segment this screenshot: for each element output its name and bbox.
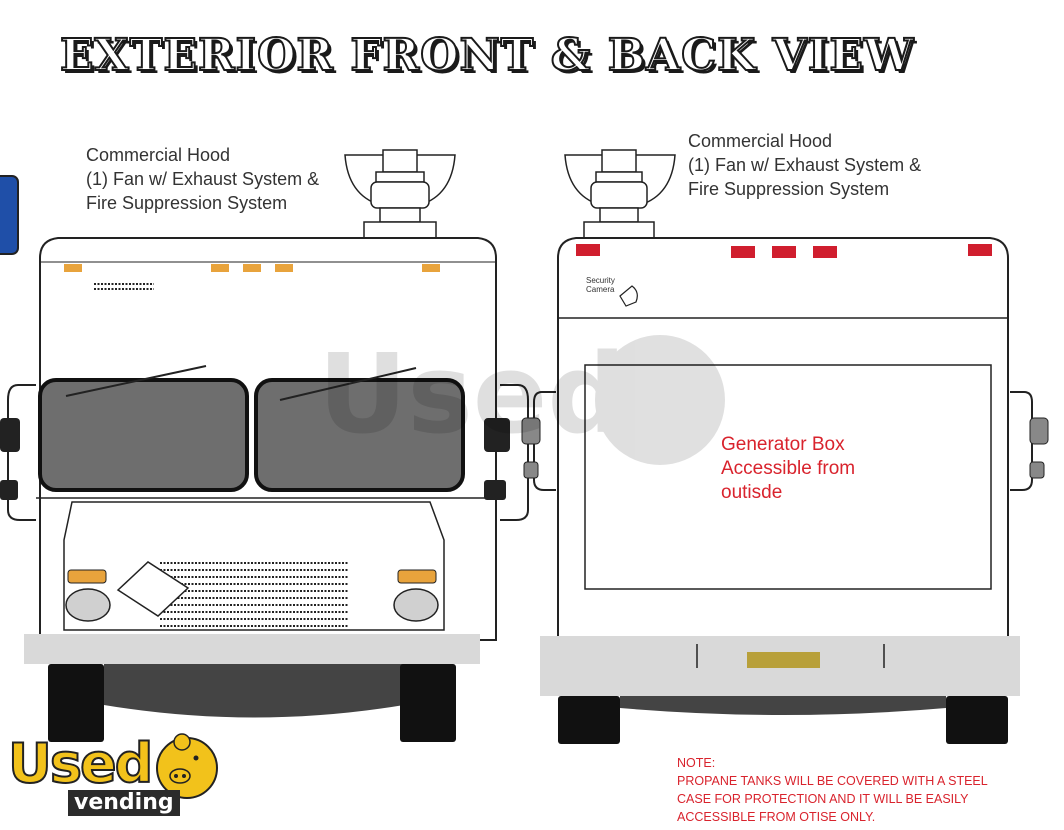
front-tire [400,664,456,742]
security-camera-label: Security Camera [586,276,615,294]
front-truck [0,149,529,742]
marker-light [243,264,261,272]
tail-light [731,246,755,258]
front-hood-label: Commercial Hood (1) Fan w/ Exhaust Syste… [86,145,320,213]
headlight [393,588,439,622]
propane-note: NOTE: PROPANE TANKS WILL BE COVERED WITH… [677,756,988,824]
logo-word-vending: vending [68,790,180,816]
generator-label: Generator Box Accessible from outisde [721,434,856,503]
license-plate [747,652,820,668]
tail-light [772,246,796,258]
security-camera-icon [619,285,638,307]
marker-light [275,264,293,272]
svg-text:Used: Used [318,330,626,458]
logo-word-used: Used [7,731,154,796]
tail-light [576,244,600,256]
headlight [65,588,111,622]
generator-box [584,364,992,590]
tail-light [813,246,837,258]
back-roof-hood [564,149,676,239]
marker-light [211,264,229,272]
rear-tire [558,696,620,744]
marker-light [64,264,82,272]
windshield-left [38,378,249,492]
page-title: EXTERIOR FRONT & BACK VIEW [59,29,915,82]
front-tire [48,664,104,742]
front-bumper [24,634,480,664]
tail-light [968,244,992,256]
back-hood-label: Commercial Hood (1) Fan w/ Exhaust Syste… [688,131,922,199]
back-truck [521,149,1049,744]
windshield-right [254,378,465,492]
marker-light [422,264,440,272]
rear-tire [946,696,1008,744]
partial-blue-logo [0,175,19,255]
pig-logo-icon [156,733,218,799]
front-roof-hood [344,149,456,239]
front-grille [116,560,348,627]
watermark-logo: Used [318,330,725,465]
